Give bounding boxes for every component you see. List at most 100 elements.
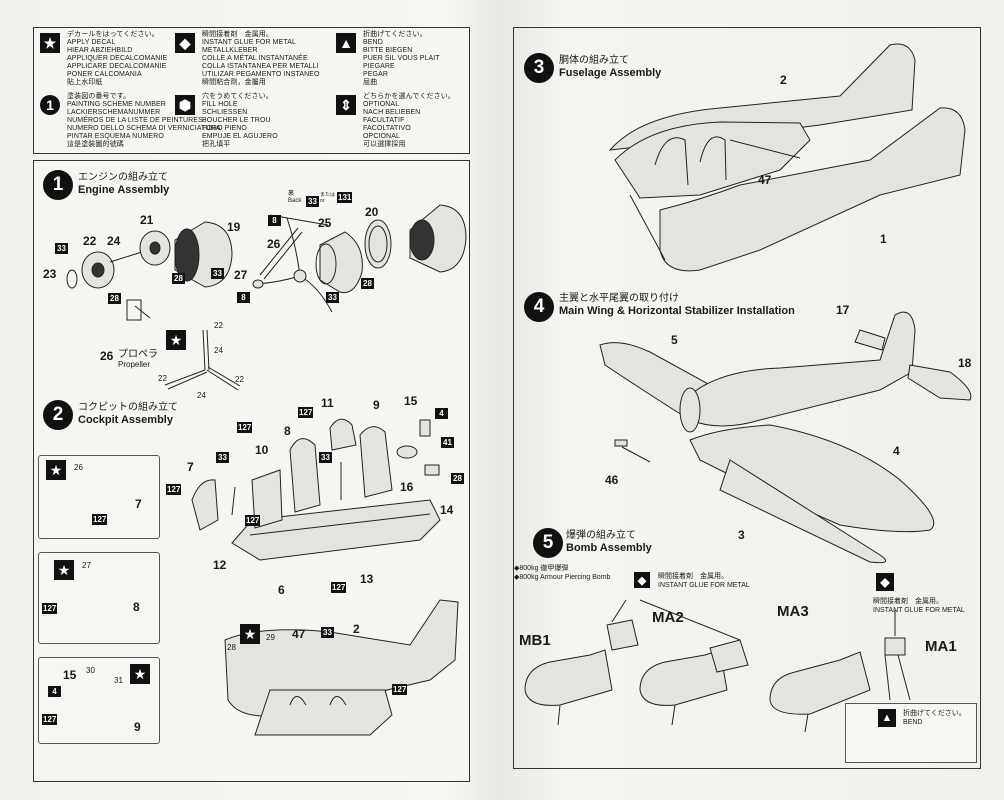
fuselage-part-2: 2 bbox=[780, 73, 787, 87]
step-5-number: 5 bbox=[533, 528, 563, 558]
right-steps-box bbox=[513, 27, 981, 769]
tag-33-engine-a: 33 bbox=[55, 243, 68, 254]
fuselage-small-part-47: 47 bbox=[292, 627, 306, 641]
fuselage-small-part-2: 2 bbox=[353, 622, 360, 636]
optional-icon: ⇕ bbox=[336, 95, 356, 115]
inset-7-part: 7 bbox=[135, 497, 142, 511]
step-2-title-en: Cockpit Assembly bbox=[78, 414, 173, 426]
star-icon: ★ bbox=[40, 33, 60, 53]
tag-33-cockpit-b: 33 bbox=[319, 452, 332, 463]
fuselage-part-47: 47 bbox=[758, 173, 772, 187]
back-label: 裏 Back bbox=[288, 191, 302, 204]
inset-7-decal: 26 bbox=[74, 463, 83, 472]
bomb-part-ma1: MA1 bbox=[925, 638, 957, 655]
inset-9-tag-127: 127 bbox=[42, 714, 58, 725]
tag-4-cockpit: 4 bbox=[435, 408, 448, 419]
fuselage-small-decal-29: 29 bbox=[266, 633, 275, 642]
legend-text-bend: 折曲げてください。 BEND BITTE BIEGEN PUER SIL VOU… bbox=[363, 31, 440, 86]
inset-9-decal-30: 30 bbox=[86, 666, 95, 675]
wing-part-46: 46 bbox=[605, 473, 619, 487]
part-16: 16 bbox=[400, 480, 414, 494]
tag-131-engine: 131 bbox=[337, 192, 353, 203]
bomb-glue-en-a: INSTANT GLUE FOR METAL bbox=[658, 582, 750, 589]
tag-8-engine-a: 8 bbox=[268, 215, 281, 226]
wing-part-5: 5 bbox=[671, 333, 678, 347]
step-2-title-jp: コクピットの組み立て bbox=[78, 402, 178, 413]
part-9: 9 bbox=[373, 398, 380, 412]
inset-9-star-icon: ★ bbox=[130, 664, 150, 684]
bomb-glue-icon-a: ◆ bbox=[634, 572, 650, 588]
part-23: 23 bbox=[43, 267, 57, 281]
inset-panel-9 bbox=[38, 657, 160, 744]
bomb-part-mb1: MB1 bbox=[519, 632, 551, 649]
legend-text-glue: 瞬間接着剤 金属用。 INSTANT GLUE FOR METAL METALL… bbox=[202, 31, 320, 86]
part-27: 27 bbox=[234, 268, 248, 282]
inset-9-decal-31: 31 bbox=[114, 676, 123, 685]
propeller-label-jp: プロペラ bbox=[118, 349, 158, 360]
step-5-title-jp: 爆弾の組み立て bbox=[566, 530, 636, 541]
wing-installation-drawing bbox=[599, 311, 972, 564]
step-3-title: 胴体の組み立て Fuselage Assembly bbox=[559, 55, 661, 79]
bomb-note-jp: ◆800kg 徹甲爆弾 bbox=[514, 565, 569, 572]
propeller-decal-drawing bbox=[164, 329, 241, 391]
tag-28-engine-c: 28 bbox=[361, 278, 374, 289]
propeller-part-number: 26 bbox=[100, 349, 114, 363]
part-26: 26 bbox=[267, 237, 281, 251]
wing-part-4: 4 bbox=[893, 444, 900, 458]
part-7-cockpit: 7 bbox=[187, 460, 194, 474]
part-24: 24 bbox=[107, 234, 121, 248]
step-4-number: 4 bbox=[524, 292, 554, 322]
prop-decal-24-b: 24 bbox=[197, 391, 206, 400]
part-22: 22 bbox=[83, 234, 97, 248]
step-3-title-en: Fuselage Assembly bbox=[559, 67, 662, 79]
prop-decal-24-a: 24 bbox=[214, 346, 223, 355]
inset-8-tag: 127 bbox=[42, 603, 58, 614]
part-19: 19 bbox=[227, 220, 241, 234]
tag-127-cockpit-d: 127 bbox=[245, 515, 261, 526]
tag-33-engine-c: 33 bbox=[306, 196, 319, 207]
fuselage-small-decal-28: 28 bbox=[227, 643, 236, 652]
legend-text-star: デカールをはってください。 APPLY DECAL HIEAR ABZIEHBI… bbox=[67, 31, 168, 86]
inset-7-star-icon: ★ bbox=[46, 460, 66, 480]
part-20: 20 bbox=[365, 205, 379, 219]
inset-9-tag-4: 4 bbox=[48, 686, 61, 697]
part-8-cockpit: 8 bbox=[284, 424, 291, 438]
fuselage-small-tag-127: 127 bbox=[392, 684, 408, 695]
legend-text-painting-number: 塗装図の番号です。 PAINTING SCHEME NUMBER LACKIER… bbox=[67, 93, 221, 148]
part-14: 14 bbox=[440, 503, 454, 517]
bend-detail-en: BEND bbox=[903, 719, 923, 726]
wing-part-18: 18 bbox=[958, 356, 972, 370]
tag-28-cockpit: 28 bbox=[451, 473, 464, 484]
step-3-title-jp: 胴体の組み立て bbox=[559, 55, 629, 66]
step-5-title: 爆弾の組み立て Bomb Assembly bbox=[566, 530, 652, 554]
step-2-title: コクピットの組み立て Cockpit Assembly bbox=[78, 402, 178, 426]
tag-127-cockpit-e: 127 bbox=[331, 582, 347, 593]
step-4-title: 主翼と水平尾翼の取り付け Main Wing & Horizontal Stab… bbox=[559, 293, 795, 317]
legend-text-drill: 穴をうめてください。 FILL HOLE SCHLIESSEN BOUCHER … bbox=[202, 93, 278, 148]
step-4-title-jp: 主翼と水平尾翼の取り付け bbox=[559, 293, 679, 304]
fuselage-part-1: 1 bbox=[880, 232, 887, 246]
step-1-title-en: Engine Assembly bbox=[78, 184, 170, 196]
tag-28-engine-b: 28 bbox=[172, 273, 185, 284]
prop-decal-22-b: 22 bbox=[158, 374, 167, 383]
wing-part-3: 3 bbox=[738, 528, 745, 542]
inset-9-decal-15: 15 bbox=[63, 668, 77, 682]
bomb-glue-jp-b: 瞬間接着剤 金属用。 bbox=[873, 598, 943, 605]
step-1-number: 1 bbox=[43, 170, 73, 200]
step-1-title-jp: エンジンの組み立て bbox=[78, 172, 168, 183]
bomb-part-ma3: MA3 bbox=[777, 603, 809, 620]
tag-41-cockpit: 41 bbox=[441, 437, 454, 448]
inset-7-tag: 127 bbox=[92, 514, 108, 525]
glue-icon: ◆ bbox=[175, 33, 195, 53]
bomb-drawing bbox=[524, 599, 913, 751]
drill-icon: ⬢ bbox=[175, 95, 195, 115]
inset-8-decal: 27 bbox=[82, 561, 91, 570]
inset-9-part: 9 bbox=[134, 720, 141, 734]
part-6: 6 bbox=[278, 583, 285, 597]
bend-icon: ▲ bbox=[336, 33, 356, 53]
fuselage-small-tag-33: 33 bbox=[321, 627, 334, 638]
tag-33-cockpit-a: 33 bbox=[216, 452, 229, 463]
bomb-note-en: ◆800kg Armour Piercing Bomb bbox=[514, 574, 611, 581]
inset-8-star-icon: ★ bbox=[54, 560, 74, 580]
